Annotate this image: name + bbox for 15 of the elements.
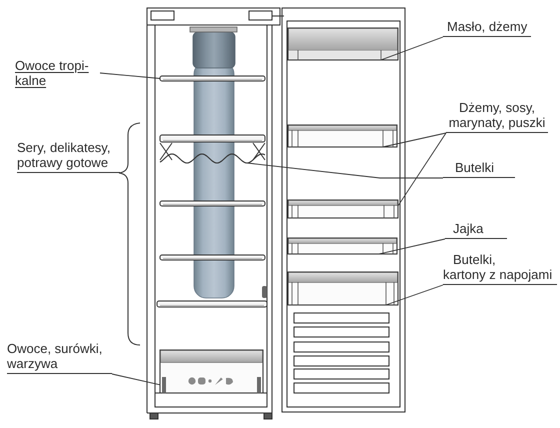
leader-line <box>398 132 446 206</box>
leader-line <box>100 72 160 79</box>
part-label: Dżemy, sosy, marynaty, puszki <box>446 100 548 133</box>
part-label: Butelki, kartony z napojami <box>443 252 557 285</box>
leader-line <box>380 36 444 60</box>
part-label: Sery, delikatesy, potrawy gotowe <box>17 140 120 173</box>
leader-line <box>385 284 444 306</box>
leader-line <box>378 238 446 254</box>
part-label: Butelki <box>443 160 515 178</box>
part-label: Owoce tropi- kalne <box>15 58 100 88</box>
part-label: Owoce, surówki, warzywa <box>7 341 112 374</box>
part-label: Jajka <box>445 221 507 239</box>
leader-line <box>112 374 160 386</box>
part-label: Masło, dżemy <box>443 19 531 37</box>
leader-line <box>382 132 446 148</box>
